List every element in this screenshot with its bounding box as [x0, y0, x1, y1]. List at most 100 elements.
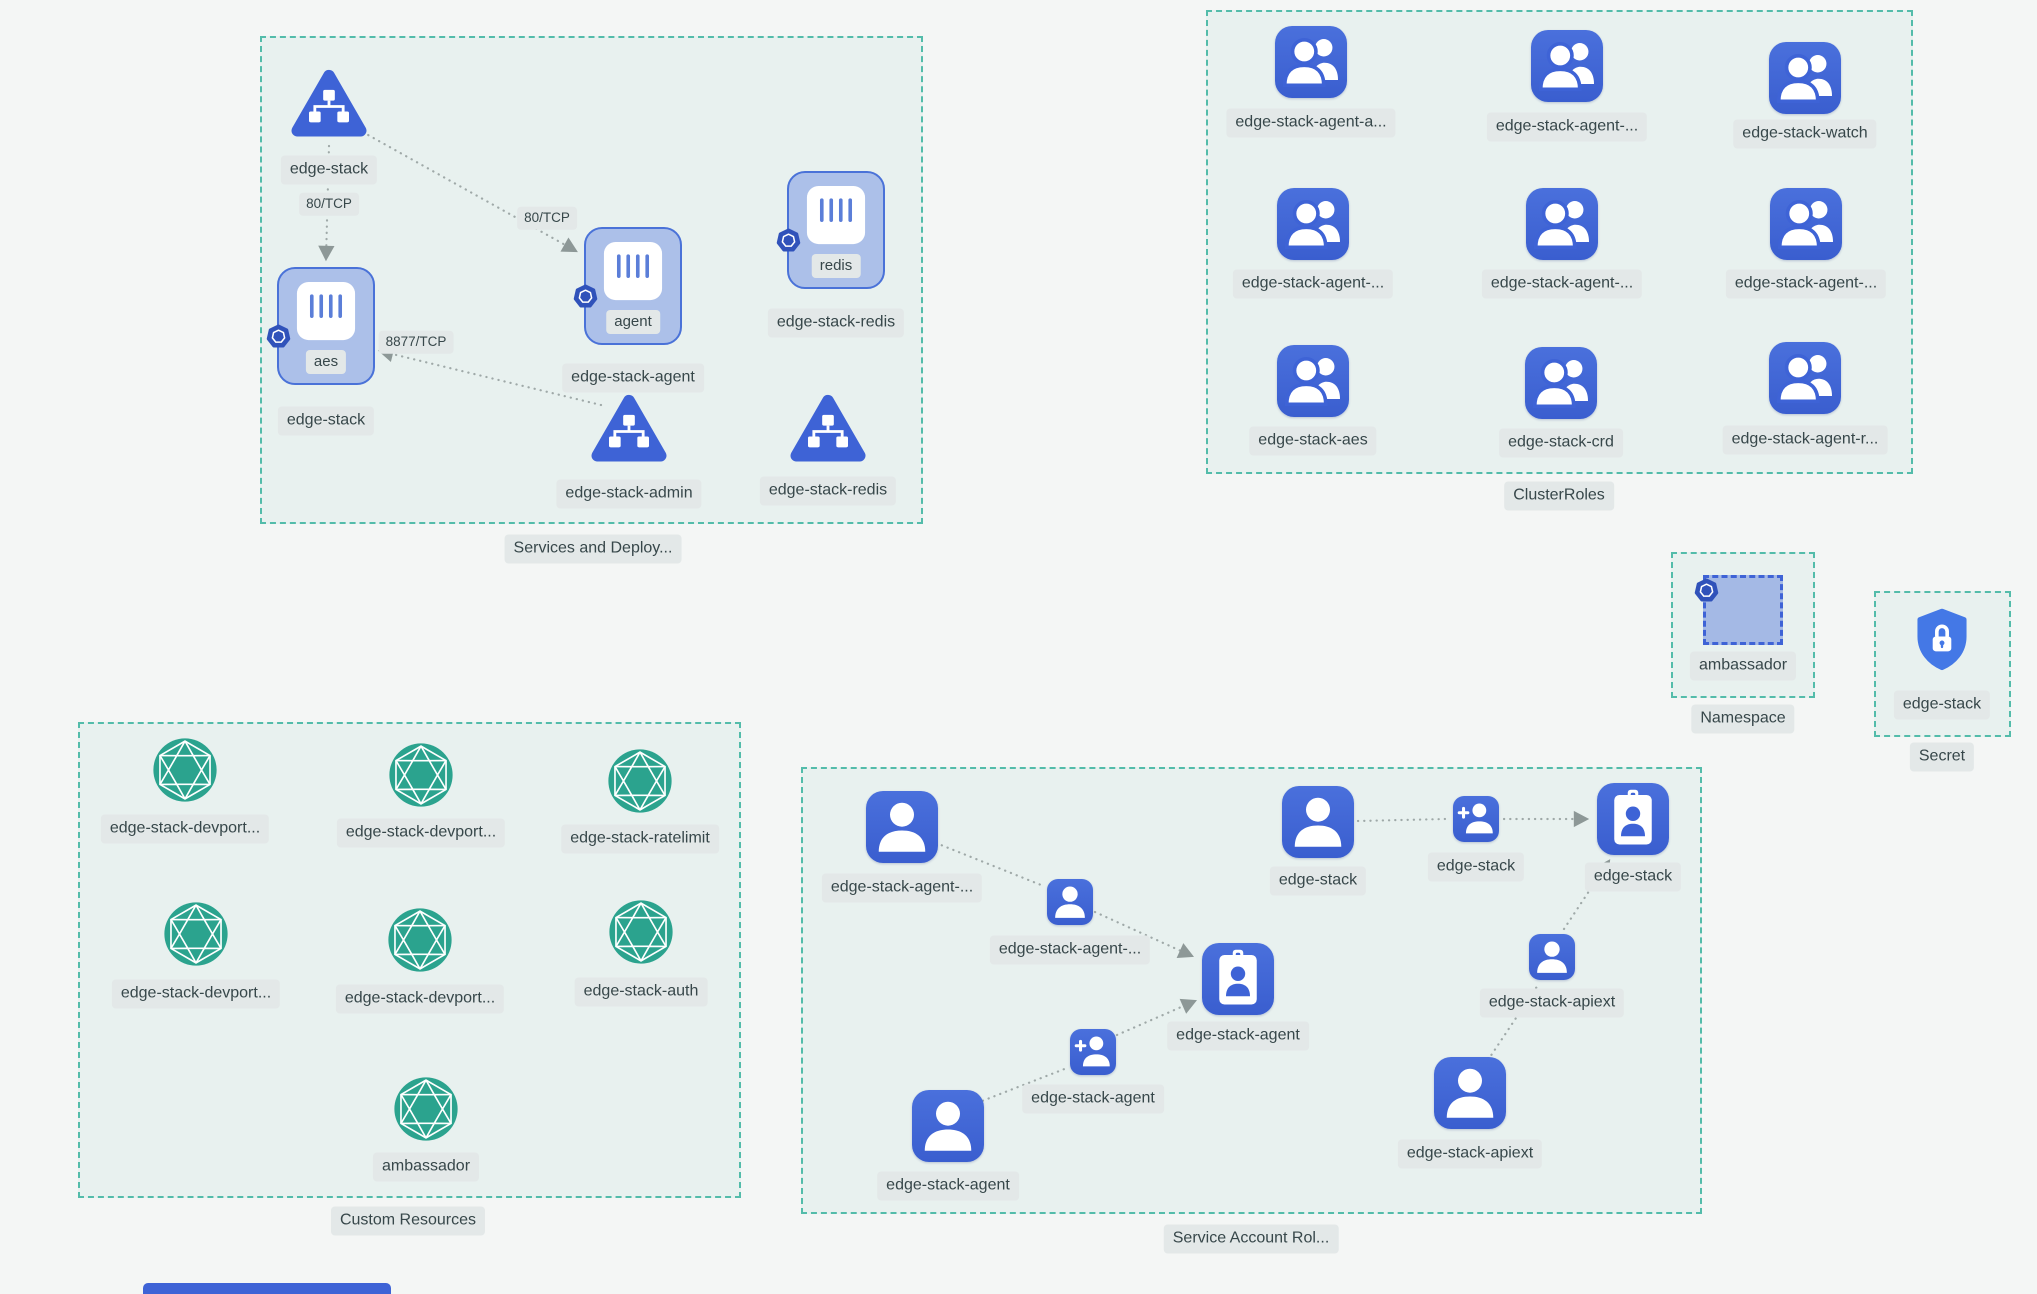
service-account-node[interactable] — [1434, 1057, 1506, 1129]
deployment-label: edge-stack — [277, 406, 375, 436]
crd-sphere-icon — [607, 748, 673, 814]
user-icon — [1282, 786, 1354, 858]
namespace-node-ambassador[interactable] — [1703, 575, 1783, 645]
group-label-namespace: Namespace — [1691, 704, 1795, 734]
group-label-clusterroles: ClusterRoles — [1504, 481, 1614, 511]
custom-resource-label: edge-stack-ratelimit — [561, 824, 719, 854]
custom-resource-label: edge-stack-devport... — [111, 979, 281, 1009]
user-group-icon — [1526, 188, 1598, 260]
custom-resource-node[interactable] — [387, 907, 453, 973]
user-plus-icon — [1453, 796, 1499, 842]
crd-sphere-icon — [608, 899, 674, 965]
clusterrole-node[interactable] — [1526, 188, 1598, 260]
role-binding-node[interactable] — [1202, 943, 1274, 1015]
service-account-label: edge-stack — [1269, 866, 1367, 896]
clusterrole-node[interactable] — [1769, 342, 1841, 414]
service-account-node[interactable] — [912, 1090, 984, 1162]
container-name-chip: aes — [305, 350, 347, 374]
deployment-node-agent[interactable]: agent — [584, 227, 682, 345]
clusterrole-node[interactable] — [1277, 188, 1349, 260]
group-label-services: Services and Deploy... — [504, 534, 682, 564]
user-group-icon — [1770, 188, 1842, 260]
service-account-label: edge-stack-apiext — [1397, 1139, 1543, 1169]
port-label: 8877/TCP — [378, 330, 454, 354]
service-account-node[interactable] — [866, 791, 938, 863]
user-group-icon — [1275, 26, 1347, 98]
user-group-icon — [1277, 188, 1349, 260]
custom-resource-node[interactable] — [607, 748, 673, 814]
clusterrole-label: edge-stack-aes — [1249, 426, 1377, 456]
container-icon — [295, 280, 357, 342]
service-node-edge-stack[interactable] — [285, 64, 373, 144]
service-triangle-icon — [585, 389, 673, 469]
user-group-icon — [1531, 30, 1603, 102]
user-icon — [1434, 1057, 1506, 1129]
namespace-label: ambassador — [1689, 651, 1797, 681]
service-label: edge-stack-redis — [759, 476, 897, 506]
role-node[interactable] — [1529, 934, 1575, 980]
custom-resource-label: ambassador — [372, 1152, 480, 1182]
service-triangle-icon — [285, 64, 373, 144]
user-icon — [866, 791, 938, 863]
clusterrole-label: edge-stack-agent-a... — [1226, 108, 1396, 138]
pod-badge-icon — [572, 283, 599, 310]
clusterrole-node[interactable] — [1770, 188, 1842, 260]
role-node[interactable] — [1453, 796, 1499, 842]
clusterrole-label: edge-stack-watch — [1733, 119, 1877, 149]
pod-badge-icon — [775, 227, 802, 254]
deployment-label: edge-stack-redis — [767, 308, 905, 338]
group-label-service-account-roles: Service Account Rol... — [1163, 1224, 1339, 1254]
clusterrole-node[interactable] — [1525, 347, 1597, 419]
service-account-label: edge-stack-agent — [877, 1171, 1019, 1201]
clusterrole-node[interactable] — [1275, 26, 1347, 98]
custom-resource-label: edge-stack-devport... — [100, 814, 270, 844]
custom-resource-node[interactable] — [163, 901, 229, 967]
group-label-custom-resources: Custom Resources — [330, 1206, 486, 1236]
role-node[interactable] — [1070, 1029, 1116, 1075]
role-binding-label: edge-stack — [1584, 862, 1682, 892]
group-label-secret: Secret — [1909, 742, 1975, 772]
clusterrole-node[interactable] — [1531, 30, 1603, 102]
horizontal-scrollbar-thumb[interactable] — [143, 1283, 391, 1294]
user-icon — [912, 1090, 984, 1162]
service-triangle-icon — [784, 389, 872, 469]
user-group-icon — [1769, 42, 1841, 114]
user-icon — [1047, 879, 1093, 925]
service-node-edge-stack-redis[interactable] — [784, 389, 872, 469]
role-node[interactable] — [1047, 879, 1093, 925]
user-icon — [1529, 934, 1575, 980]
crd-sphere-icon — [163, 901, 229, 967]
deployment-node-aes[interactable]: aes — [277, 267, 375, 385]
service-node-edge-stack-admin[interactable] — [585, 389, 673, 469]
user-plus-icon — [1070, 1029, 1116, 1075]
service-label: edge-stack-admin — [556, 479, 702, 509]
clusterrole-label: edge-stack-agent-... — [1481, 269, 1643, 299]
role-binding-node[interactable] — [1597, 783, 1669, 855]
crd-sphere-icon — [387, 907, 453, 973]
secret-label: edge-stack — [1893, 690, 1991, 720]
crd-sphere-icon — [152, 737, 218, 803]
pod-badge-icon — [265, 323, 292, 350]
shield-lock-icon — [1911, 607, 1973, 675]
crd-sphere-icon — [393, 1076, 459, 1142]
clusterrole-node[interactable] — [1769, 42, 1841, 114]
custom-resource-node[interactable] — [393, 1076, 459, 1142]
role-label: edge-stack-agent-... — [989, 935, 1151, 965]
custom-resource-node[interactable] — [152, 737, 218, 803]
port-label: 80/TCP — [517, 206, 577, 230]
role-label: edge-stack — [1427, 852, 1525, 882]
deployment-label: edge-stack-agent — [562, 363, 704, 393]
custom-resource-node[interactable] — [388, 742, 454, 808]
service-label: edge-stack — [280, 155, 378, 185]
crd-sphere-icon — [388, 742, 454, 808]
container-name-chip: redis — [811, 254, 861, 278]
port-label: 80/TCP — [299, 192, 359, 216]
service-account-node[interactable] — [1282, 786, 1354, 858]
clusterrole-node[interactable] — [1277, 345, 1349, 417]
clusterrole-label: edge-stack-agent-... — [1725, 269, 1887, 299]
secret-node-edge-stack[interactable] — [1911, 607, 1973, 675]
deployment-node-redis[interactable]: redis — [787, 171, 885, 289]
custom-resource-label: edge-stack-devport... — [335, 984, 505, 1014]
custom-resource-node[interactable] — [608, 899, 674, 965]
